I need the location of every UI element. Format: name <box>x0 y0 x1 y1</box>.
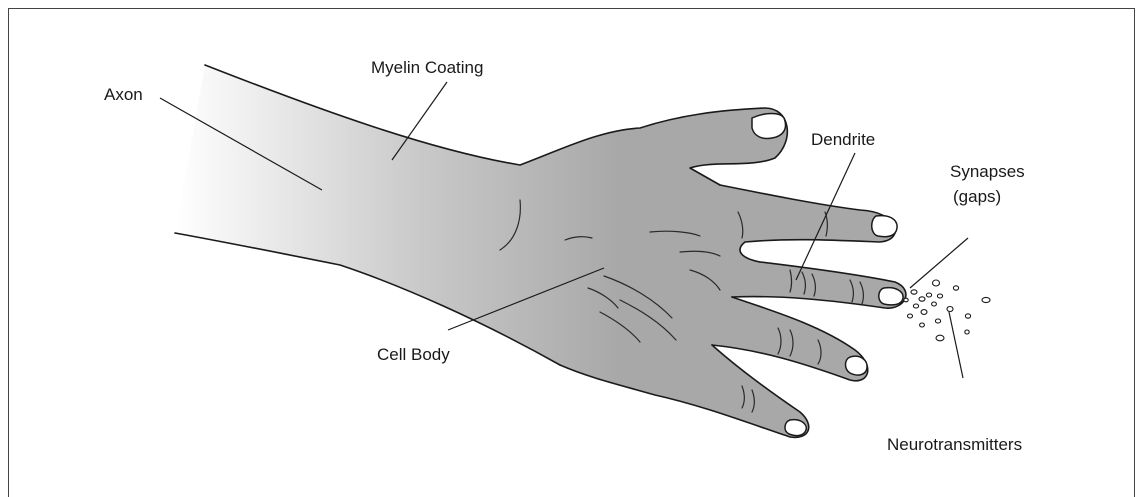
neurotransmitter-dot <box>920 323 925 327</box>
thumb-nail <box>752 114 786 139</box>
middle-nail <box>879 288 903 305</box>
neurotransmitter-dot <box>933 280 940 286</box>
neurotransmitter-dot <box>921 310 927 315</box>
synapses-label: Synapses <box>950 162 1025 181</box>
neurotransmitter-dot <box>911 290 917 294</box>
synapses-gaps-label: (gaps) <box>953 187 1001 206</box>
neurotransmitter-dot <box>936 335 944 341</box>
neurotransmitter-dot <box>932 302 937 306</box>
neurotransmitter-dot <box>935 319 940 323</box>
ring-nail <box>846 356 868 375</box>
neurotransmitters-leader-line <box>949 312 963 378</box>
neurotransmitter-dot <box>913 304 918 308</box>
neurotransmitter-dot <box>965 330 969 334</box>
dendrite-label: Dendrite <box>811 130 875 149</box>
neurotransmitter-dot <box>947 307 953 312</box>
neurotransmitter-dot <box>937 294 942 298</box>
neurotransmitter-dot <box>982 297 990 302</box>
neurotransmitter-dot <box>904 298 908 302</box>
neurotransmitter-dots <box>904 280 990 341</box>
hand-arm-shape <box>175 65 906 437</box>
neurotransmitter-dot <box>965 314 970 318</box>
neurotransmitter-dot <box>908 314 913 318</box>
index-nail <box>872 216 897 237</box>
neurotransmitter-dot <box>919 297 925 301</box>
neurotransmitter-dot <box>926 293 931 297</box>
cell-body-label: Cell Body <box>377 345 450 364</box>
pinky-nail <box>785 420 806 436</box>
neurotransmitter-dot <box>953 286 958 290</box>
axon-label: Axon <box>104 85 143 104</box>
myelin-coating-label: Myelin Coating <box>371 58 483 77</box>
neurotransmitters-label: Neurotransmitters <box>887 435 1022 454</box>
